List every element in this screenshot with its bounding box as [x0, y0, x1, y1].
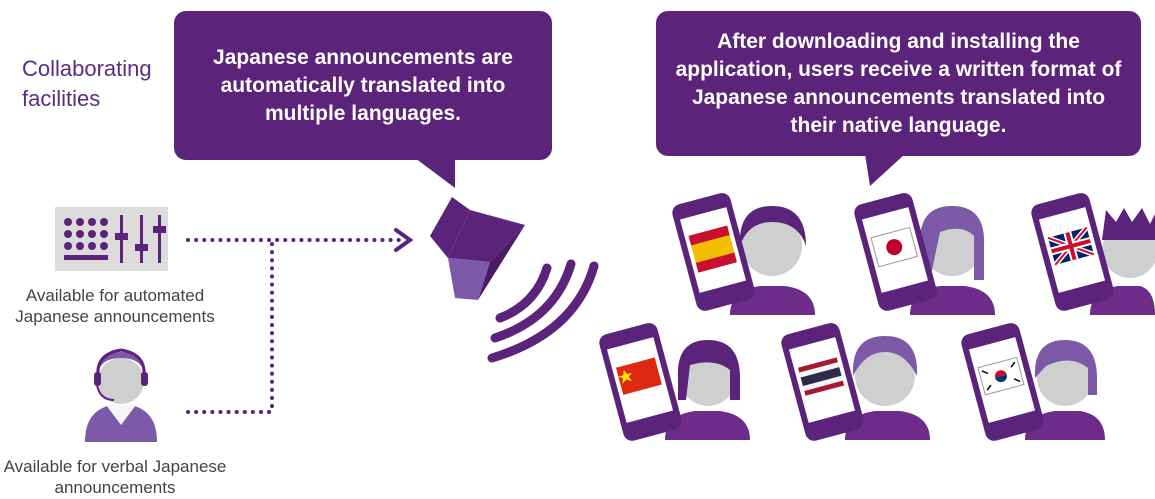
- user-japan: [854, 193, 995, 315]
- verbal-caption: Available for verbal Japanese announceme…: [3, 457, 227, 497]
- user-spain: [672, 193, 815, 315]
- control-panel-icon: [55, 207, 168, 271]
- user-korea: [961, 323, 1105, 441]
- user-china: [599, 323, 750, 441]
- operator-icon: [85, 348, 157, 442]
- collaborating-facilities-label: Collaborating facilities: [22, 56, 152, 111]
- automatic-translation-bubble: Japanese announcements are automatically…: [174, 11, 552, 160]
- user-thailand: [781, 323, 930, 441]
- connector-arrowhead: [394, 228, 414, 252]
- speaker-icon: [430, 197, 525, 300]
- automated-caption: Available for automated Japanese announc…: [15, 286, 215, 326]
- bubble-right-tail: [865, 154, 905, 186]
- dotted-connectors: [186, 238, 402, 414]
- app-description-bubble: After downloading and installing the app…: [656, 11, 1141, 156]
- bubble-left-tail: [415, 158, 455, 188]
- sound-waves-icon: [487, 259, 599, 363]
- automatic-translation-text: Japanese announcements are automatically…: [213, 45, 513, 125]
- app-description-text: After downloading and installing the app…: [675, 29, 1122, 137]
- user-uk: [1031, 193, 1155, 315]
